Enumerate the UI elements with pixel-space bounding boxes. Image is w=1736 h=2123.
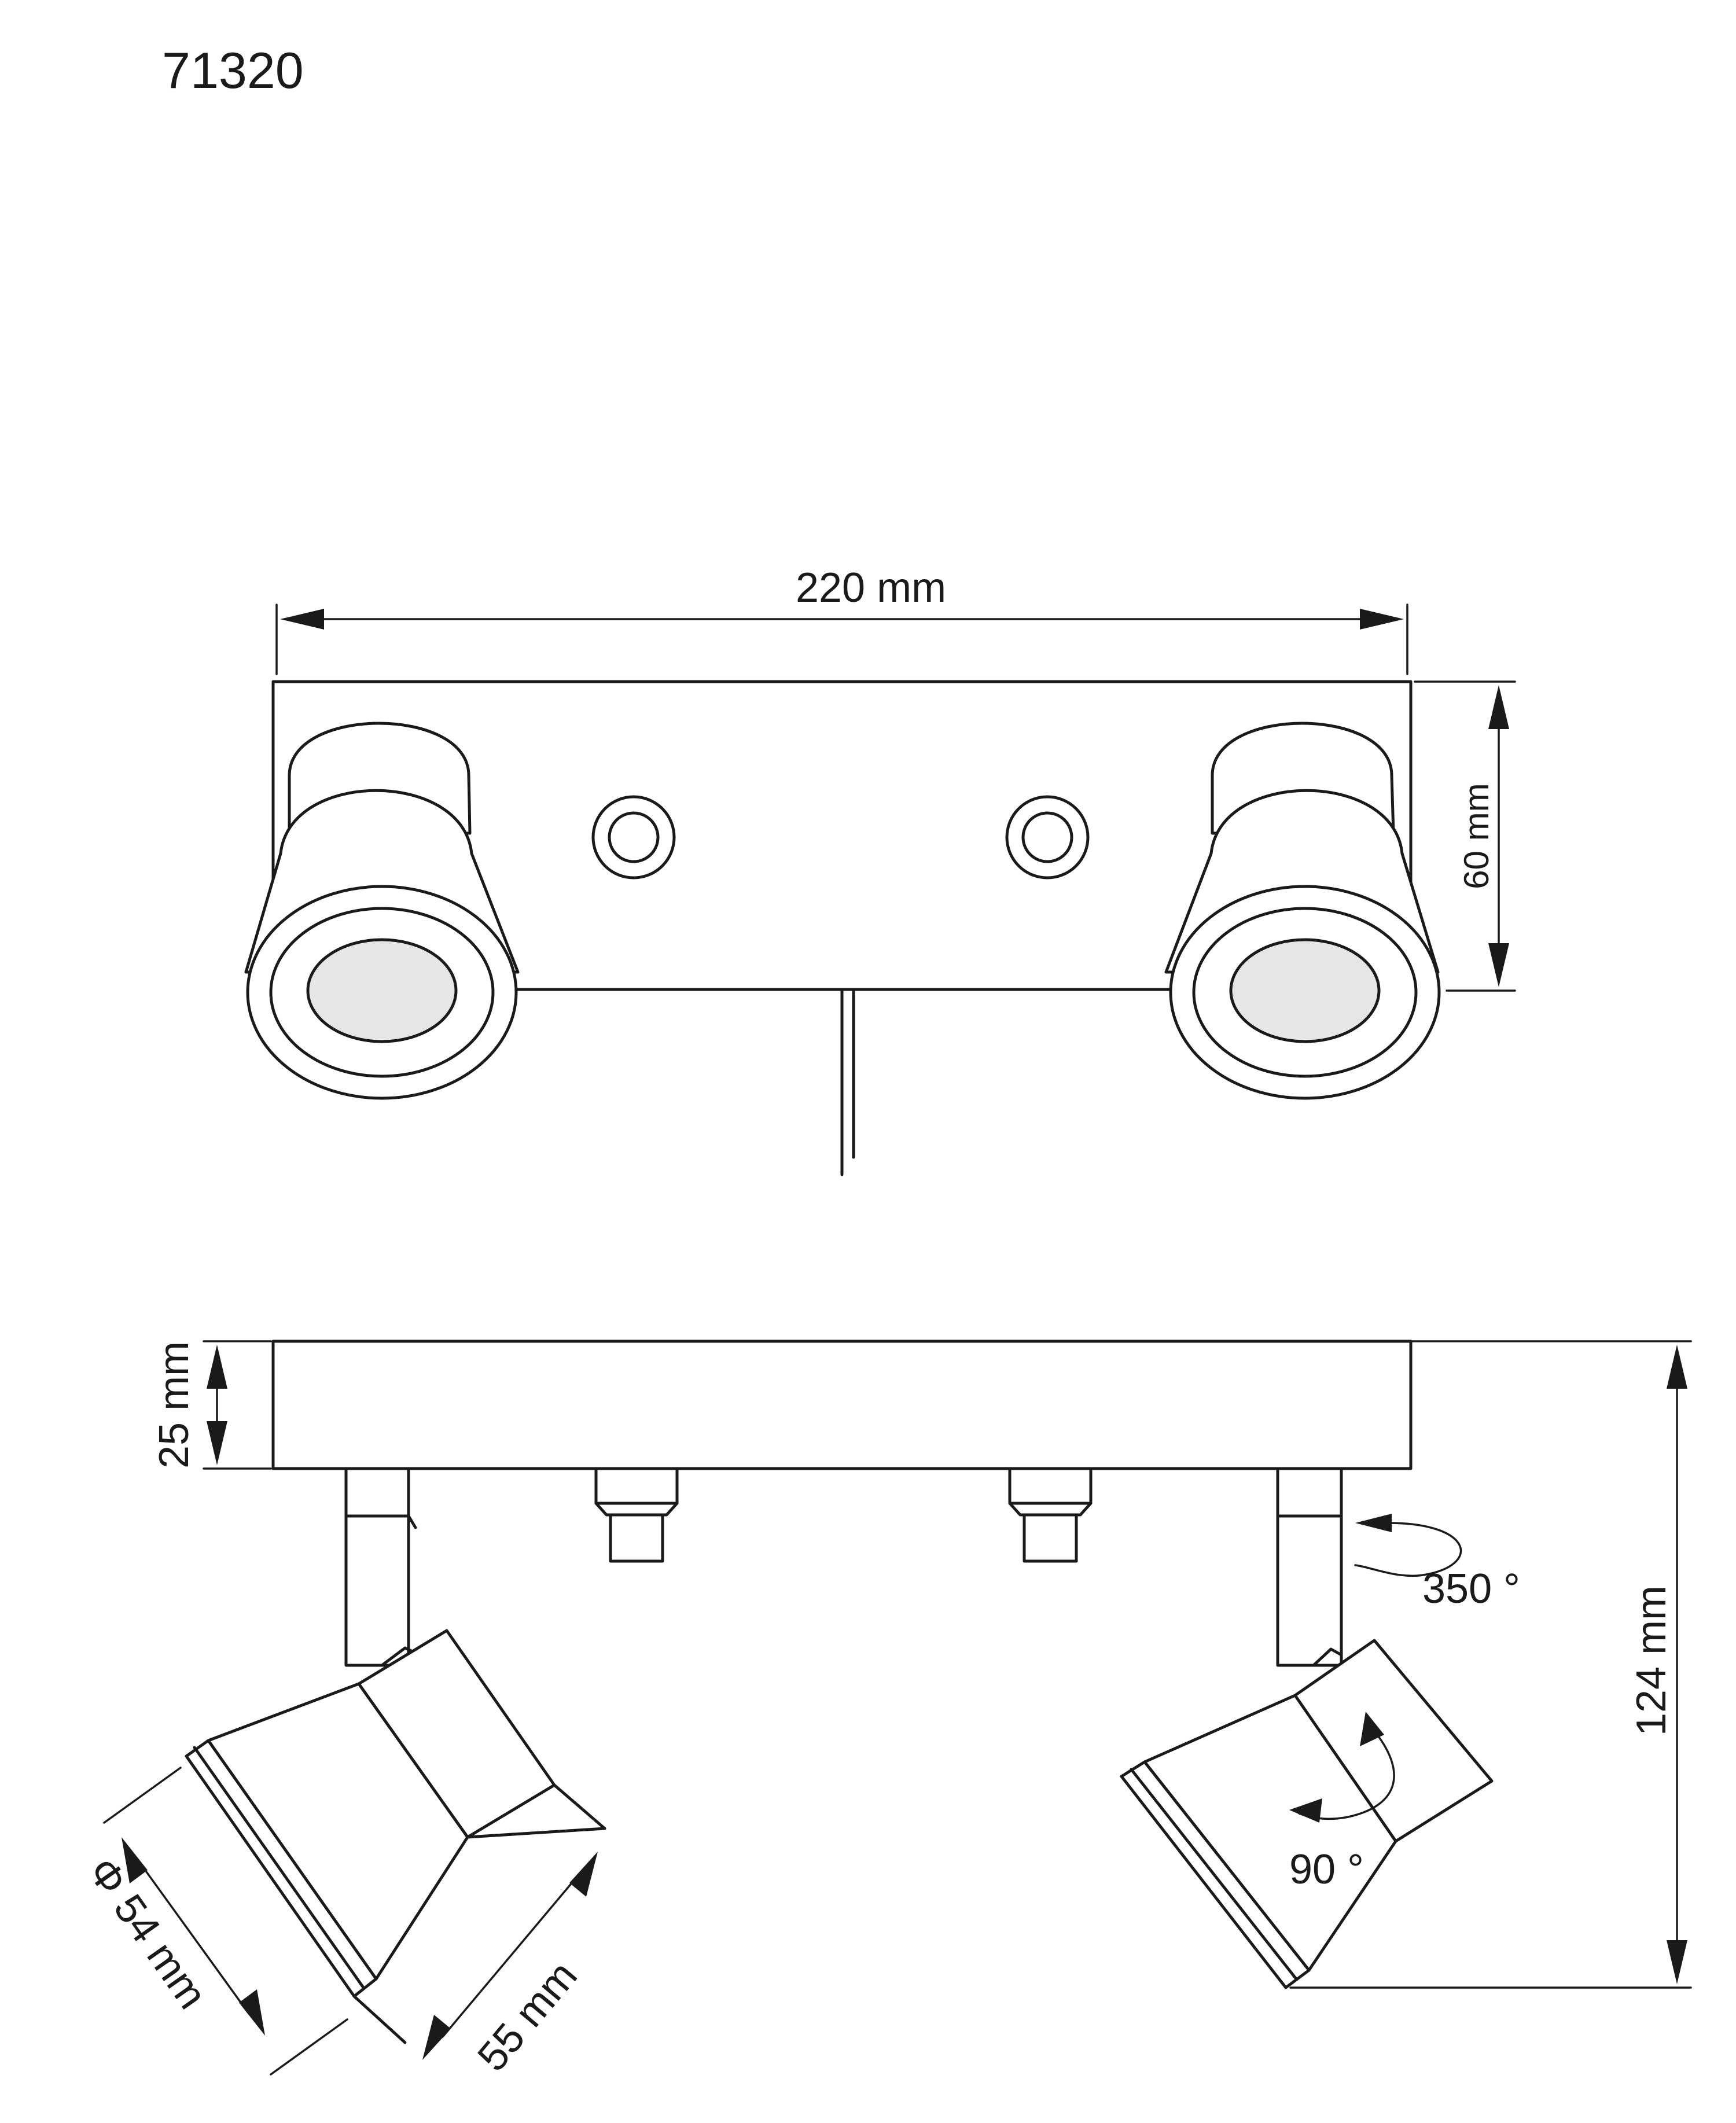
right-lens xyxy=(1229,938,1381,1043)
total-height-label: 124 mm xyxy=(1628,1585,1675,1736)
side-view: 25 mm xyxy=(79,1340,1692,2080)
product-code: 71320 xyxy=(162,42,304,99)
height-label: 60 mm xyxy=(1457,783,1496,889)
base-plate-side xyxy=(271,1340,1413,1470)
right-spotlight-side xyxy=(1120,1639,1494,1989)
width-dimension: 220 mm xyxy=(275,565,1408,675)
rotation-indicator: 350 ° xyxy=(1354,1514,1520,1612)
base-height-dimension: 25 mm xyxy=(151,1340,272,1470)
tilt-indicator: 90 ° xyxy=(1289,1712,1395,1893)
top-view: 220 mm xyxy=(244,565,1516,1176)
left-lens xyxy=(306,938,458,1043)
left-spotlight-front xyxy=(244,722,520,1100)
power-cable xyxy=(840,989,855,1176)
mounting-hole-right xyxy=(1005,795,1090,880)
rotation-label: 350 ° xyxy=(1422,1566,1520,1612)
width-label: 220 mm xyxy=(796,565,946,611)
depth-label: 55 mm xyxy=(469,1953,586,2080)
height-dimension-top: 60 mm xyxy=(1414,680,1516,992)
base-height-label: 25 mm xyxy=(151,1341,197,1469)
right-spotlight-front xyxy=(1164,722,1441,1100)
depth-dimension: 55 mm xyxy=(422,1852,598,2080)
tilt-label: 90 ° xyxy=(1289,1846,1364,1893)
screw-stud-right xyxy=(1008,1467,1093,1563)
mounting-hole-left xyxy=(591,795,676,880)
left-spotlight-side xyxy=(185,1629,606,2044)
screw-stud-left xyxy=(594,1467,679,1563)
total-height-dimension: 124 mm xyxy=(1289,1340,1692,1989)
right-arm xyxy=(1276,1467,1343,1667)
left-arm xyxy=(344,1467,421,1667)
